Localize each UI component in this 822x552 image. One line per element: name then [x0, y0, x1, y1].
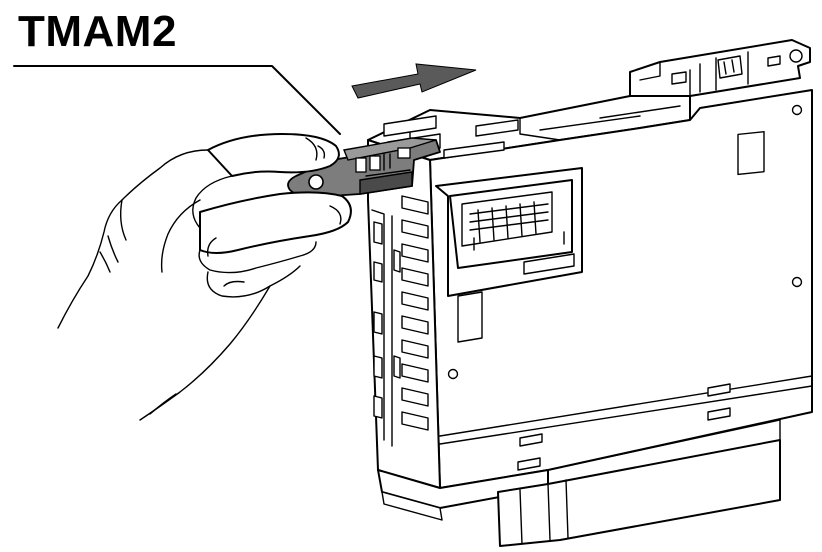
direction-arrow — [351, 63, 477, 99]
hand-outline — [57, 149, 209, 329]
screw-hole — [791, 276, 803, 288]
module-bottom — [377, 419, 781, 547]
side-label-window — [737, 130, 765, 176]
screw-hole — [447, 368, 459, 380]
part-label: TMAM2 — [18, 7, 177, 56]
top-mounting-clip — [629, 39, 811, 105]
screw-hole — [791, 104, 803, 116]
wrist — [139, 285, 271, 421]
tool-hole — [308, 174, 324, 190]
thumb — [207, 133, 340, 177]
curled-fingers — [198, 241, 317, 274]
front-vents — [371, 195, 429, 447]
hand — [57, 133, 352, 421]
tmam2-tool — [287, 137, 441, 199]
side-connector — [435, 167, 583, 343]
index-finger — [199, 191, 352, 254]
leader-line — [13, 65, 341, 135]
expansion-module — [367, 39, 813, 547]
